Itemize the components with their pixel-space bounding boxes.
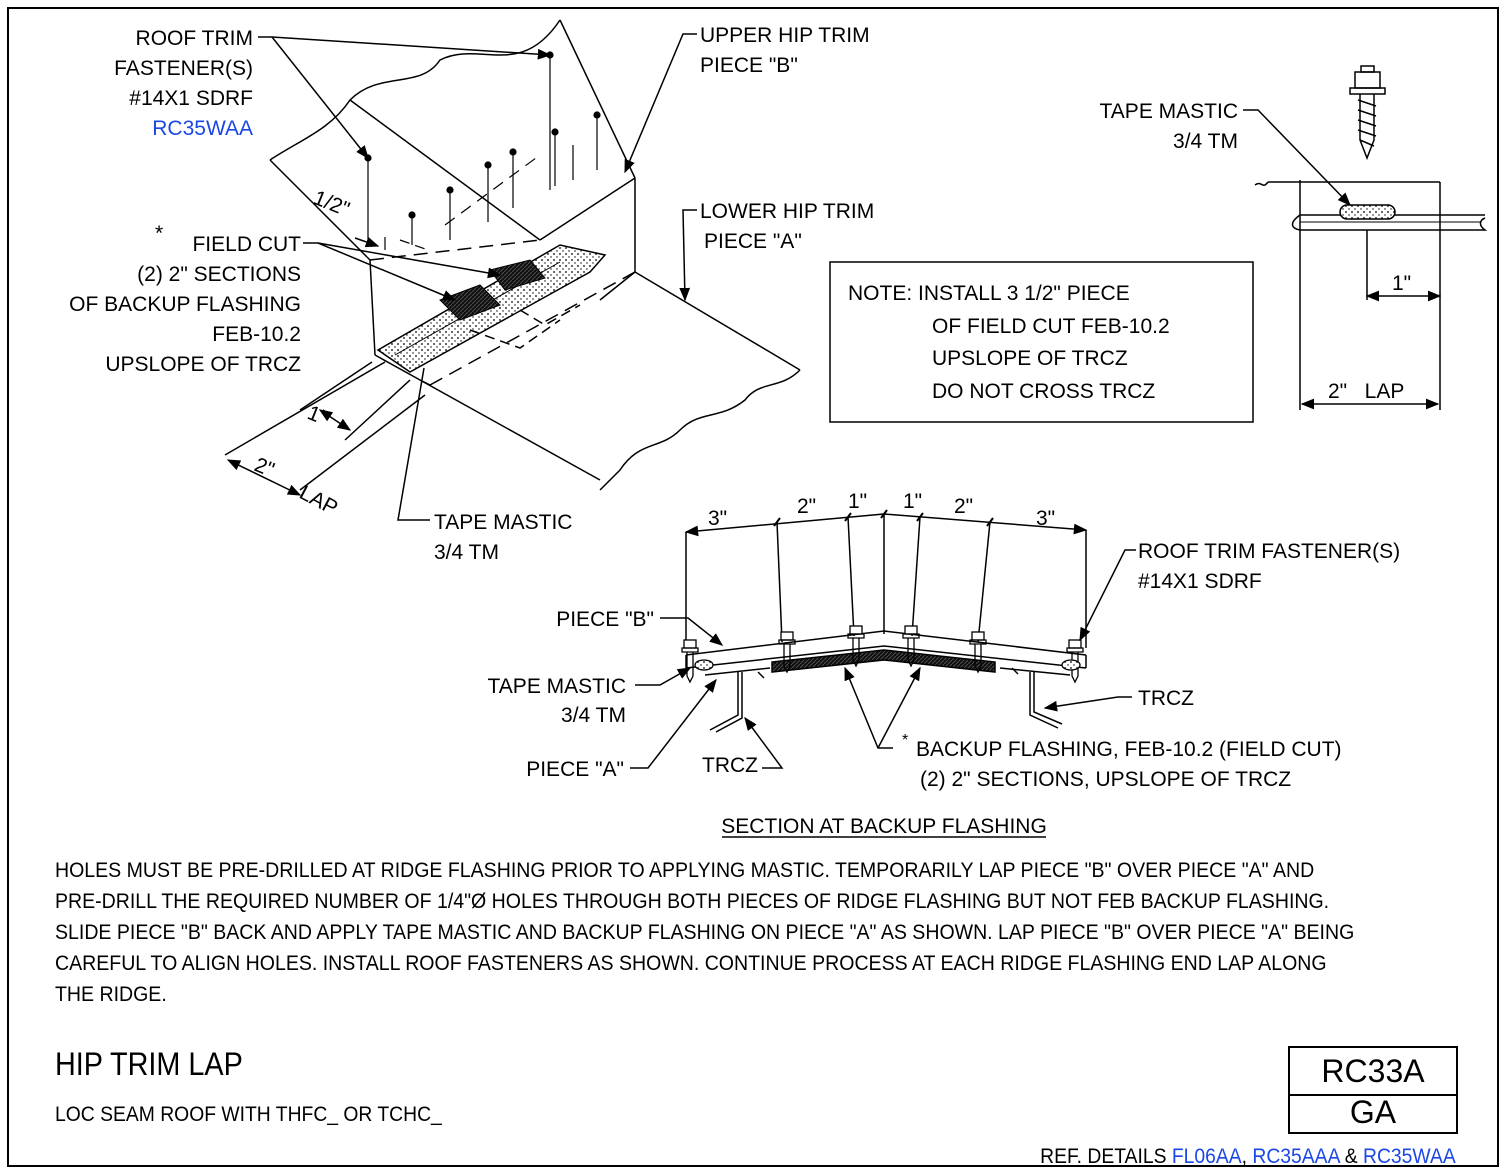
- field-cut-label-3: OF BACKUP FLASHING: [69, 293, 301, 316]
- instruction-line: THE RIDGE.: [55, 983, 167, 1006]
- iso-roof-trim-ref-link[interactable]: RC35WAA: [152, 117, 253, 140]
- section-trcz-right: TRCZ: [1138, 687, 1194, 710]
- iso-lap-label: LAP: [296, 481, 342, 520]
- instruction-line: SLIDE PIECE "B" BACK AND APPLY TAPE MAST…: [55, 921, 1355, 944]
- upper-hip-trim-label-1: UPPER HIP TRIM: [700, 24, 870, 47]
- reference-details: REF. DETAILS FL06AA, RC35AAA & RC35WAA: [1040, 1145, 1456, 1169]
- iso-roof-trim-label-3: #14X1 SDRF: [129, 87, 253, 110]
- field-cut-asterisk: *: [155, 222, 163, 245]
- detail-dim-one: 1": [1392, 272, 1411, 295]
- detail-dim-lap: 2" LAP: [1328, 380, 1404, 403]
- section-view: [630, 509, 1136, 769]
- iso-dim-two: 2": [251, 453, 277, 481]
- note-line-2: OF FIELD CUT FEB-10.2: [932, 315, 1170, 338]
- ref-link-rc35aaa[interactable]: RC35AAA: [1252, 1145, 1340, 1168]
- section-piece-a: PIECE "A": [526, 758, 624, 781]
- section-dim-6: 3": [1036, 507, 1055, 530]
- section-fastener-label-1: ROOF TRIM FASTENER(S): [1138, 540, 1400, 563]
- note-line-1: NOTE: INSTALL 3 1/2" PIECE: [848, 282, 1130, 305]
- detail-tape-mastic-2: 3/4 TM: [1173, 130, 1238, 153]
- iso-tape-mastic-1: TAPE MASTIC: [434, 511, 572, 534]
- section-trcz-left: TRCZ: [702, 754, 758, 777]
- section-dim-5: 2": [954, 495, 973, 518]
- iso-tape-mastic-2: 3/4 TM: [434, 541, 499, 564]
- drawing-code: RC33A: [1288, 1046, 1458, 1096]
- note-line-3: UPSLOPE OF TRCZ: [932, 347, 1128, 370]
- isometric-view: [224, 19, 801, 521]
- section-dim-3: 1": [848, 490, 867, 513]
- field-cut-label-1: FIELD CUT: [192, 233, 301, 256]
- section-fastener-label-2: #14X1 SDRF: [1138, 570, 1262, 593]
- iso-dim-one: 1": [304, 401, 330, 429]
- instruction-line: HOLES MUST BE PRE-DRILLED AT RIDGE FLASH…: [55, 859, 1315, 882]
- ref-separator: ,: [1241, 1145, 1253, 1168]
- drawing-gauge: GA: [1288, 1092, 1458, 1134]
- drawing-subtitle: LOC SEAM ROOF WITH THFC_ OR TCHC_: [55, 1103, 442, 1126]
- upper-hip-trim-label-2: PIECE "B": [700, 54, 798, 77]
- backup-flashing-label-1: BACKUP FLASHING, FEB-10.2 (FIELD CUT): [916, 738, 1342, 761]
- ref-ampersand: &: [1339, 1145, 1364, 1168]
- backup-flashing-label-2: (2) 2" SECTIONS, UPSLOPE OF TRCZ: [920, 768, 1291, 791]
- note-line-4: DO NOT CROSS TRCZ: [932, 380, 1155, 403]
- iso-dim-half: 1/2": [310, 186, 353, 221]
- backup-asterisk: *: [902, 732, 908, 749]
- section-tape-mastic-2: 3/4 TM: [561, 704, 626, 727]
- section-caption: SECTION AT BACKUP FLASHING: [721, 815, 1047, 838]
- instruction-paragraph: HOLES MUST BE PRE-DRILLED AT RIDGE FLASH…: [55, 855, 1376, 1010]
- instruction-line: PRE-DRILL THE REQUIRED NUMBER OF 1/4"Ø H…: [55, 890, 1330, 913]
- lower-hip-trim-label-1: LOWER HIP TRIM: [700, 200, 874, 223]
- section-dim-2: 2": [797, 495, 816, 518]
- section-dim-1: 3": [708, 507, 727, 530]
- drawing-title: HIP TRIM LAP: [55, 1046, 243, 1082]
- section-tape-mastic-1: TAPE MASTIC: [488, 675, 626, 698]
- iso-roof-trim-label-2: FASTENER(S): [114, 57, 253, 80]
- section-dim-4: 1": [903, 490, 922, 513]
- instruction-line: CAREFUL TO ALIGN HOLES. INSTALL ROOF FAS…: [55, 952, 1327, 975]
- detail-tape-mastic-1: TAPE MASTIC: [1100, 100, 1238, 123]
- section-piece-b: PIECE "B": [556, 608, 654, 631]
- ref-prefix: REF. DETAILS: [1040, 1145, 1173, 1168]
- ref-link-rc35waa[interactable]: RC35WAA: [1363, 1145, 1456, 1168]
- field-cut-label-4: FEB-10.2: [212, 323, 301, 346]
- iso-roof-trim-label-1: ROOF TRIM: [136, 27, 253, 50]
- note-box: [829, 261, 1254, 423]
- field-cut-label-5: UPSLOPE OF TRCZ: [105, 353, 301, 376]
- sheet-border: [7, 7, 1499, 1167]
- lower-hip-trim-label-2: PIECE "A": [704, 230, 802, 253]
- ref-link-fl06aa[interactable]: FL06AA: [1172, 1145, 1242, 1168]
- screw-detail: [1243, 65, 1488, 410]
- field-cut-label-2: (2) 2" SECTIONS: [137, 263, 301, 286]
